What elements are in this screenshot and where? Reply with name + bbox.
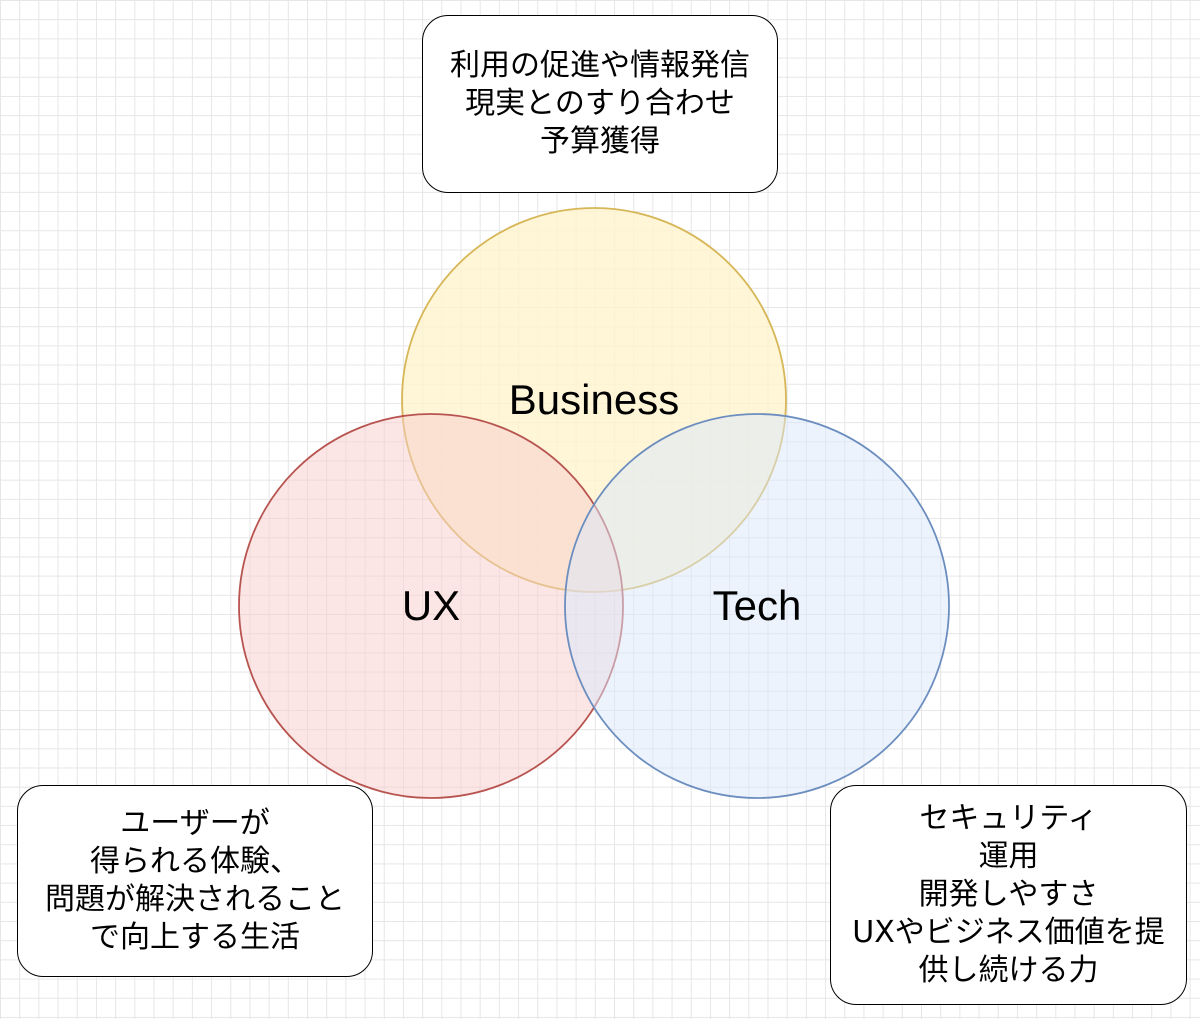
note-tech-line: 供し続ける力 [918,953,1099,988]
note-ux-line: 問題が解決されること [45,882,345,917]
note-business[interactable]: 利用の促進や情報発信 現実とのすり合わせ 予算獲得 [422,15,778,193]
note-business-line: 利用の促進や情報発信 [450,48,750,83]
note-ux-line: で向上する生活 [90,920,300,955]
circle-tech[interactable] [564,413,950,799]
label-business: Business [508,376,680,423]
note-tech-line: セキュリティ [919,801,1098,836]
note-ux-line: ユーザーが [120,806,270,841]
note-business-line: 現実とのすり合わせ [465,86,735,121]
note-tech-line: 開発しやすさ [918,877,1099,912]
note-business-line: 予算獲得 [540,124,660,159]
note-ux-line: 得られる体験、 [90,844,300,879]
note-ux[interactable]: ユーザーが 得られる体験、 問題が解決されること で向上する生活 [17,785,373,977]
note-tech-line: 運用 [978,839,1039,874]
note-tech[interactable]: セキュリティ 運用 開発しやすさ UXやビジネス価値を提 供し続ける力 [830,785,1187,1005]
label-ux: UX [401,582,461,629]
label-tech: Tech [712,582,802,629]
note-tech-line: UXやビジネス価値を提 [852,915,1165,950]
